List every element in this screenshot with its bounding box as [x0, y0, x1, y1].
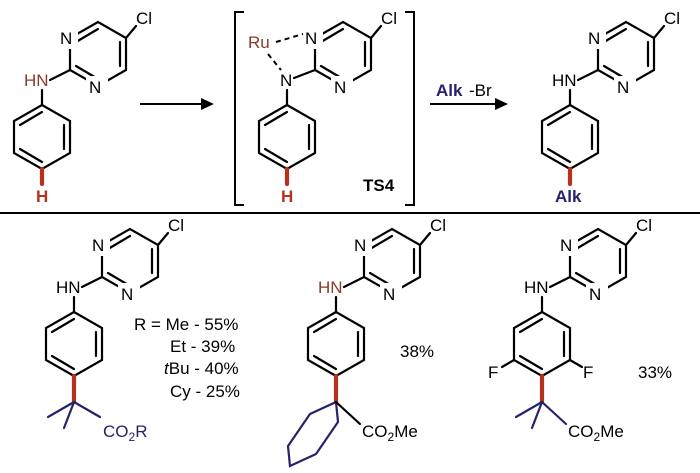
fluoro-label: F: [583, 363, 593, 382]
pyrimidine-n-atom: N: [560, 236, 572, 255]
r-me-yield: R = Me - 55%: [134, 315, 238, 334]
nh-label: HN: [552, 71, 577, 90]
pyrimidine-n-atom: N: [121, 285, 133, 304]
nh-label: HN: [56, 278, 81, 297]
pyrimidine-n-atom: N: [92, 236, 104, 255]
reaction-arrow-1: [140, 98, 214, 110]
pyrimidine-n-atom: N: [89, 78, 101, 97]
ester-product-series: N N Cl HN CO2R R = Me - 55% Et - 39% tBu…: [44, 216, 240, 444]
pyrimidine-n-atom: N: [589, 285, 601, 304]
chloro-label: Cl: [636, 216, 652, 235]
alkylated-product: N N Cl HN Alk: [540, 9, 680, 206]
ruthenium-label: Ru: [248, 33, 270, 52]
chloro-label: Cl: [168, 216, 184, 235]
nh-label: HN: [524, 278, 549, 297]
chloro-label: Cl: [381, 9, 397, 28]
r-tbu-yield: tBu - 40%: [164, 359, 239, 378]
fluoro-label: F: [488, 363, 498, 382]
chloro-label: Cl: [136, 9, 152, 28]
starting-material: N N Cl HN H: [12, 9, 152, 206]
pyrimidine-n-atom: N: [60, 29, 72, 48]
r-et-yield: Et - 39%: [170, 337, 235, 356]
para-h-label: H: [281, 187, 293, 206]
ester-group: CO2Me: [568, 422, 624, 444]
cyclohexyl-product: N N Cl HN CO2Me 38%: [286, 216, 446, 468]
ester-group: CO2R: [103, 422, 147, 444]
alkyl-label: Alk: [555, 187, 582, 206]
ester-group: CO2Me: [362, 422, 418, 444]
nh-label: HN: [24, 71, 49, 90]
reagent-bromide: -Br: [469, 81, 492, 100]
difluoro-product: N N Cl HN F F CO2Me 33%: [488, 216, 672, 444]
nh-label: HN: [318, 278, 343, 297]
ts-label: TS4: [363, 176, 395, 195]
para-h-label: H: [36, 187, 48, 206]
difluoro-yield: 33%: [638, 363, 672, 382]
pyrimidine-n-atom: N: [617, 78, 629, 97]
r-cy-yield: Cy - 25%: [170, 382, 240, 401]
pyrimidine-n-atom: N: [334, 78, 346, 97]
pyrimidine-n-atom: N: [305, 29, 317, 48]
chloro-label: Cl: [664, 9, 680, 28]
cyclohexyl-yield: 38%: [400, 342, 434, 361]
pyrimidine-n-atom: N: [383, 285, 395, 304]
transition-state-ts4: N N Cl Ru N H TS4: [234, 9, 415, 206]
amido-n-label: N: [280, 71, 292, 90]
reaction-arrow-2: Alk -Br: [430, 81, 508, 110]
pyrimidine-n-atom: N: [588, 29, 600, 48]
reagent-alkyl: Alk: [436, 81, 463, 100]
pyrimidine-n-atom: N: [354, 236, 366, 255]
chloro-label: Cl: [430, 216, 446, 235]
